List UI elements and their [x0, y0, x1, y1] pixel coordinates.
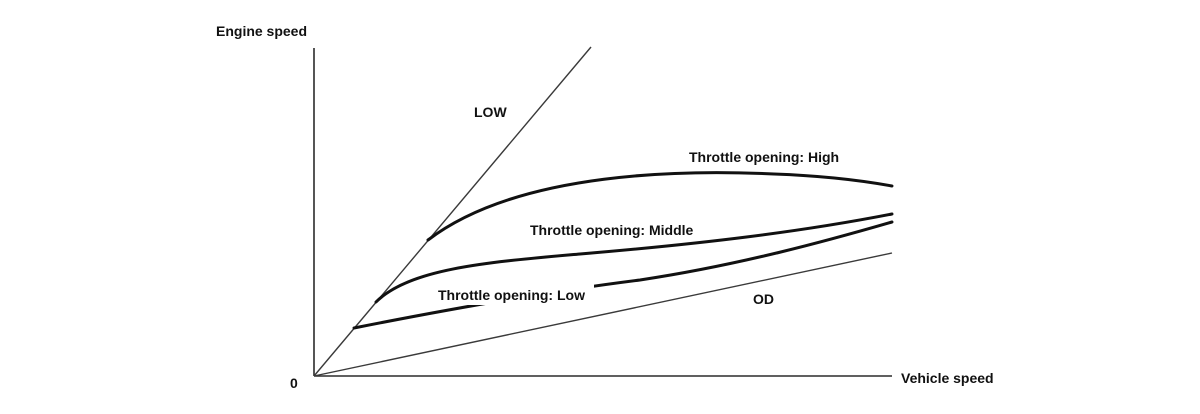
- throttle-high-label: Throttle opening: High: [689, 149, 839, 165]
- throttle-high-curve: [426, 171, 894, 242]
- x-axis-label: Vehicle speed: [901, 370, 994, 386]
- od-gear-label: OD: [753, 291, 774, 307]
- origin-label: 0: [290, 375, 298, 391]
- low-gear-label: LOW: [474, 104, 507, 120]
- low-gear-line: [313, 46, 592, 377]
- od-gear-line: [313, 252, 893, 377]
- low-label-mask: [434, 283, 594, 305]
- y-axis-label: Engine speed: [216, 23, 307, 39]
- throttle-low-curve: [352, 220, 894, 330]
- throttle-middle-curve: [374, 212, 894, 304]
- throttle-middle-label: Throttle opening: Middle: [530, 222, 694, 238]
- throttle-low-label: Throttle opening: Low: [438, 287, 585, 303]
